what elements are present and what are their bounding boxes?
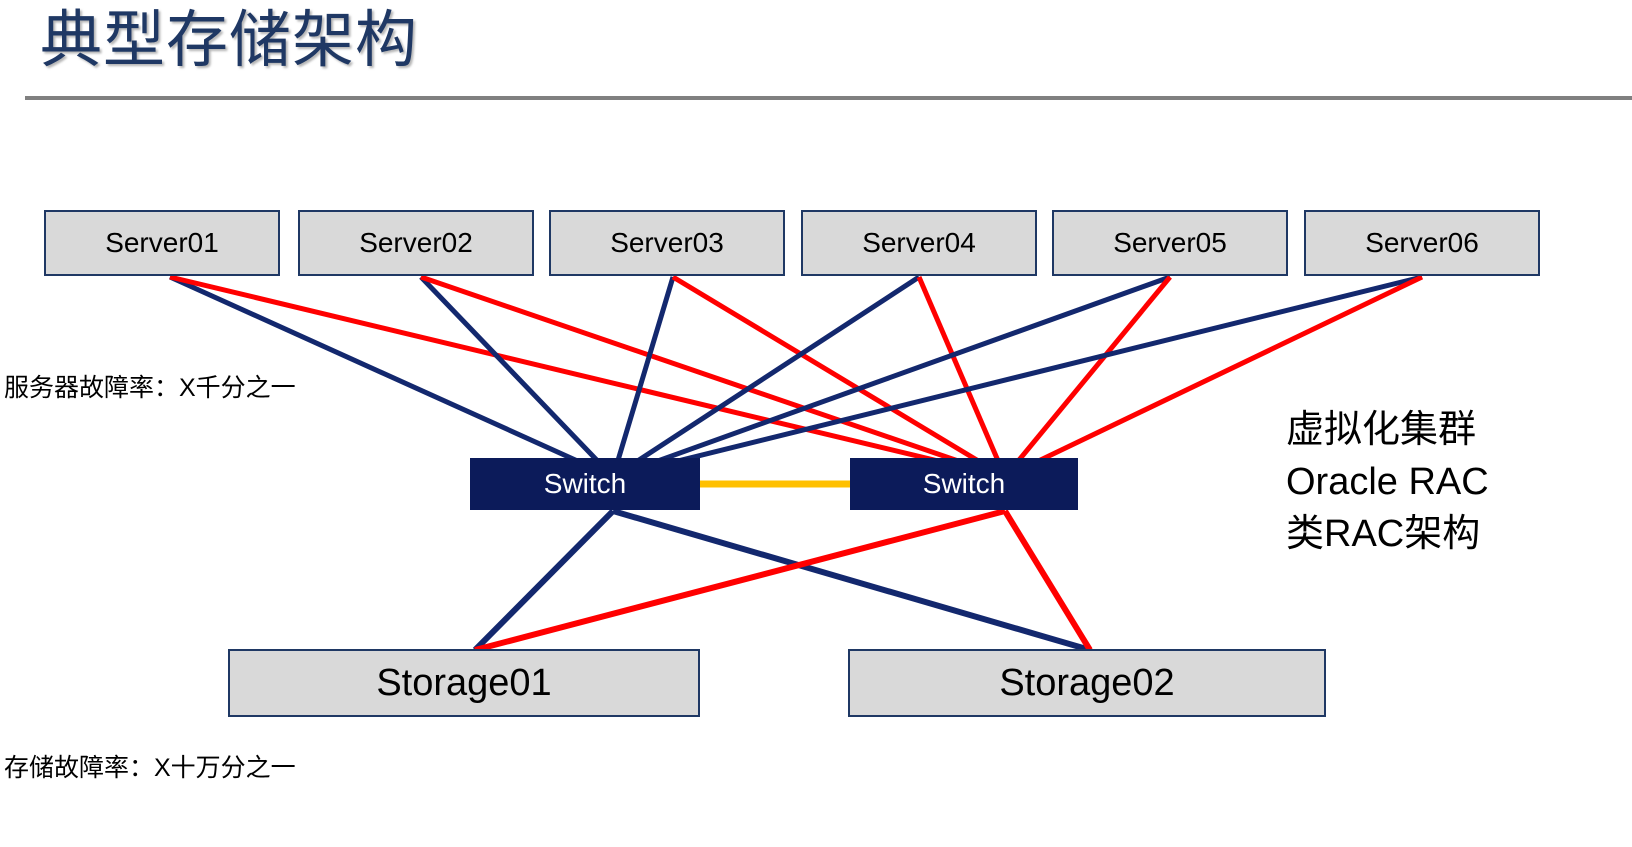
storage-node-2[interactable]: Storage02 xyxy=(848,649,1326,717)
server-node-6[interactable]: Server06 xyxy=(1304,210,1540,276)
server-node-label: Server03 xyxy=(610,227,724,258)
switch-node-label: Switch xyxy=(543,468,627,499)
link-switch2-storage1 xyxy=(474,508,1006,653)
server-node-label: Server04 xyxy=(862,227,976,258)
switch-node-label: Switch xyxy=(922,468,1006,499)
page-title: 典型存储架构 xyxy=(40,6,419,75)
server-node-label: Server02 xyxy=(359,227,473,258)
link-server2-switch2 xyxy=(420,274,1006,480)
link-server4-switch1 xyxy=(611,274,921,480)
note-server-failure-rate: 服务器故障率：X千分之一 xyxy=(4,374,296,402)
link-server3-switch2 xyxy=(671,274,1007,480)
storage-node-label: Storage02 xyxy=(999,661,1175,704)
server-node-1[interactable]: Server01 xyxy=(44,210,280,276)
storage-node-1[interactable]: Storage01 xyxy=(228,649,700,717)
switch-node-2[interactable]: Switch xyxy=(850,458,1078,510)
title-divider xyxy=(25,96,1632,100)
storage-node-label: Storage01 xyxy=(376,661,552,704)
server-node-4[interactable]: Server04 xyxy=(801,210,1037,276)
server-node-label: Server05 xyxy=(1113,227,1227,258)
cluster-note: 虚拟化集群 Oracle RAC 类RAC架构 xyxy=(1286,404,1489,560)
server-node-label: Server01 xyxy=(105,227,219,258)
link-server4-switch2 xyxy=(916,276,1008,478)
server-node-2[interactable]: Server02 xyxy=(298,210,534,276)
cluster-note-line-1: 虚拟化集群 xyxy=(1286,409,1477,451)
link-server2-switch1 xyxy=(419,275,615,479)
cluster-note-line-3: 类RAC架构 xyxy=(1286,513,1481,555)
link-server5-switch1 xyxy=(612,274,1171,480)
link-switch1-storage2 xyxy=(612,508,1091,653)
switch-node-1[interactable]: Switch xyxy=(470,458,700,510)
link-switch1-storage1 xyxy=(472,508,616,653)
server-node-3[interactable]: Server03 xyxy=(549,210,785,276)
server-node-label: Server06 xyxy=(1365,227,1479,258)
server-node-5[interactable]: Server05 xyxy=(1052,210,1288,276)
link-switch2-storage2 xyxy=(1002,509,1093,652)
note-storage-failure-rate: 存储故障率：X十万分之一 xyxy=(4,754,296,782)
cluster-note-line-2: Oracle RAC xyxy=(1286,461,1489,503)
link-server3-switch1 xyxy=(610,276,676,478)
link-server5-switch2 xyxy=(1003,275,1172,479)
